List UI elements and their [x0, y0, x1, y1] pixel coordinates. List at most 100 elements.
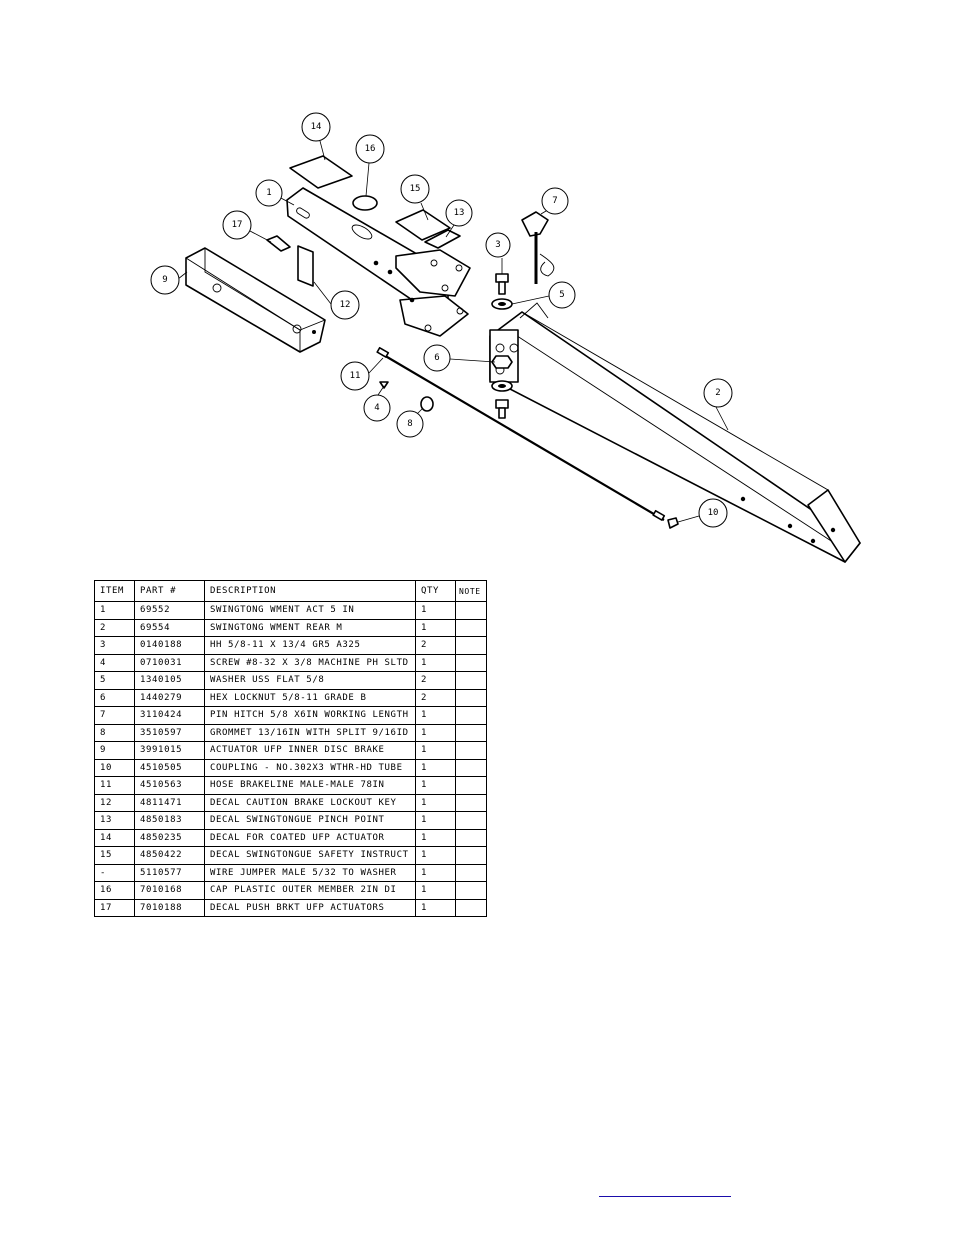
note-cell: [455, 846, 487, 865]
item-cell: 2: [94, 618, 135, 637]
part-number-cell: 0710031: [134, 653, 205, 672]
washer-parts: [491, 298, 513, 392]
callout-balloons: 14 16 1 15 13 17 7 3 9 12 5 6 11 4 8 2 1…: [150, 112, 733, 528]
screw-4-shape: [379, 381, 389, 389]
description-cell: ACTUATOR UFP INNER DISC BRAKE: [204, 741, 416, 760]
front-weldment-part: [286, 187, 471, 337]
svg-text:5: 5: [559, 290, 564, 300]
qty-cell: 2: [415, 688, 456, 707]
qty-cell: 1: [415, 811, 456, 830]
decal-13-shape: [424, 229, 461, 249]
item-cell: 16: [94, 881, 135, 900]
qty-cell: 1: [415, 863, 456, 882]
qty-cell: 2: [415, 636, 456, 655]
part-number-cell: 1440279: [134, 688, 205, 707]
decal-17-shape: [266, 235, 291, 252]
description-cell: HEX LOCKNUT 5/8-11 GRADE B: [204, 688, 416, 707]
note-cell: [455, 811, 487, 830]
svg-text:6: 6: [434, 353, 439, 363]
item-cell: 5: [94, 671, 135, 690]
item-cell: 17: [94, 898, 135, 917]
header-item: ITEM: [94, 580, 135, 602]
qty-cell: 1: [415, 601, 456, 620]
part-number-cell: 4510505: [134, 758, 205, 777]
part-number-cell: 4850235: [134, 828, 205, 847]
description-cell: DECAL SWINGTONGUE PINCH POINT: [204, 811, 416, 830]
svg-text:9: 9: [162, 275, 167, 285]
balloon-6: 6: [423, 344, 451, 372]
decal-15-shape: [395, 209, 451, 241]
qty-cell: 2: [415, 671, 456, 690]
svg-text:1: 1: [266, 188, 271, 198]
svg-text:4: 4: [374, 403, 379, 413]
description-cell: DECAL FOR COATED UFP ACTUATOR: [204, 828, 416, 847]
balloon-17: 17: [222, 210, 252, 240]
qty-cell: 1: [415, 776, 456, 795]
note-cell: [455, 758, 487, 777]
item-cell: 9: [94, 741, 135, 760]
exploded-parts-diagram: 14 16 1 15 13 17 7 3 9 12 5 6 11 4 8 2 1…: [150, 112, 861, 563]
header-part-number: PART #: [134, 580, 205, 602]
item-cell: 6: [94, 688, 135, 707]
qty-cell: 1: [415, 758, 456, 777]
balloon-16: 16: [355, 134, 385, 164]
description-cell: HH 5/8-11 X 13/4 GR5 A325: [204, 636, 416, 655]
qty-cell: 1: [415, 723, 456, 742]
svg-text:17: 17: [232, 220, 243, 230]
balloon-14: 14: [301, 112, 331, 142]
item-cell: 10: [94, 758, 135, 777]
part-number-cell: 4850422: [134, 846, 205, 865]
item-cell: 1: [94, 601, 135, 620]
note-cell: [455, 601, 487, 620]
header-qty: QTY: [415, 580, 456, 602]
balloon-12: 12: [330, 290, 360, 320]
note-cell: [455, 671, 487, 690]
actuator-inner-part: [185, 247, 326, 353]
description-cell: SWINGTONG WMENT ACT 5 IN: [204, 601, 416, 620]
balloon-15: 15: [400, 174, 430, 204]
svg-text:16: 16: [365, 144, 376, 154]
qty-cell: 1: [415, 741, 456, 760]
header-description: DESCRIPTION: [204, 580, 416, 602]
note-cell: [455, 898, 487, 917]
svg-text:2: 2: [715, 388, 720, 398]
balloon-4: 4: [363, 394, 391, 422]
description-cell: COUPLING - NO.302X3 WTHR-HD TUBE: [204, 758, 416, 777]
qty-cell: 1: [415, 793, 456, 812]
svg-text:13: 13: [454, 208, 465, 218]
part-number-cell: 3510597: [134, 723, 205, 742]
description-cell: DECAL SWINGTONGUE SAFETY INSTRUCT: [204, 846, 416, 865]
description-cell: HOSE BRAKELINE MALE-MALE 78IN: [204, 776, 416, 795]
description-cell: CAP PLASTIC OUTER MEMBER 2IN DI: [204, 881, 416, 900]
part-number-cell: 0140188: [134, 636, 205, 655]
note-cell: [455, 828, 487, 847]
part-number-cell: 69554: [134, 618, 205, 637]
footer-link-underline[interactable]: [599, 1188, 731, 1197]
balloon-7: 7: [541, 187, 569, 215]
svg-text:10: 10: [708, 508, 719, 518]
description-cell: DECAL CAUTION BRAKE LOCKOUT KEY: [204, 793, 416, 812]
part-number-cell: 4510563: [134, 776, 205, 795]
brake-hose-part: [376, 346, 666, 521]
balloon-1: 1: [255, 179, 283, 207]
balloon-8: 8: [396, 410, 424, 438]
note-cell: [455, 793, 487, 812]
qty-cell: 1: [415, 706, 456, 725]
note-cell: [455, 741, 487, 760]
description-cell: SWINGTONG WMENT REAR M: [204, 618, 416, 637]
item-cell: 12: [94, 793, 135, 812]
balloon-11: 11: [340, 361, 370, 391]
part-number-cell: 69552: [134, 601, 205, 620]
hitch-pin-part: [521, 211, 555, 284]
